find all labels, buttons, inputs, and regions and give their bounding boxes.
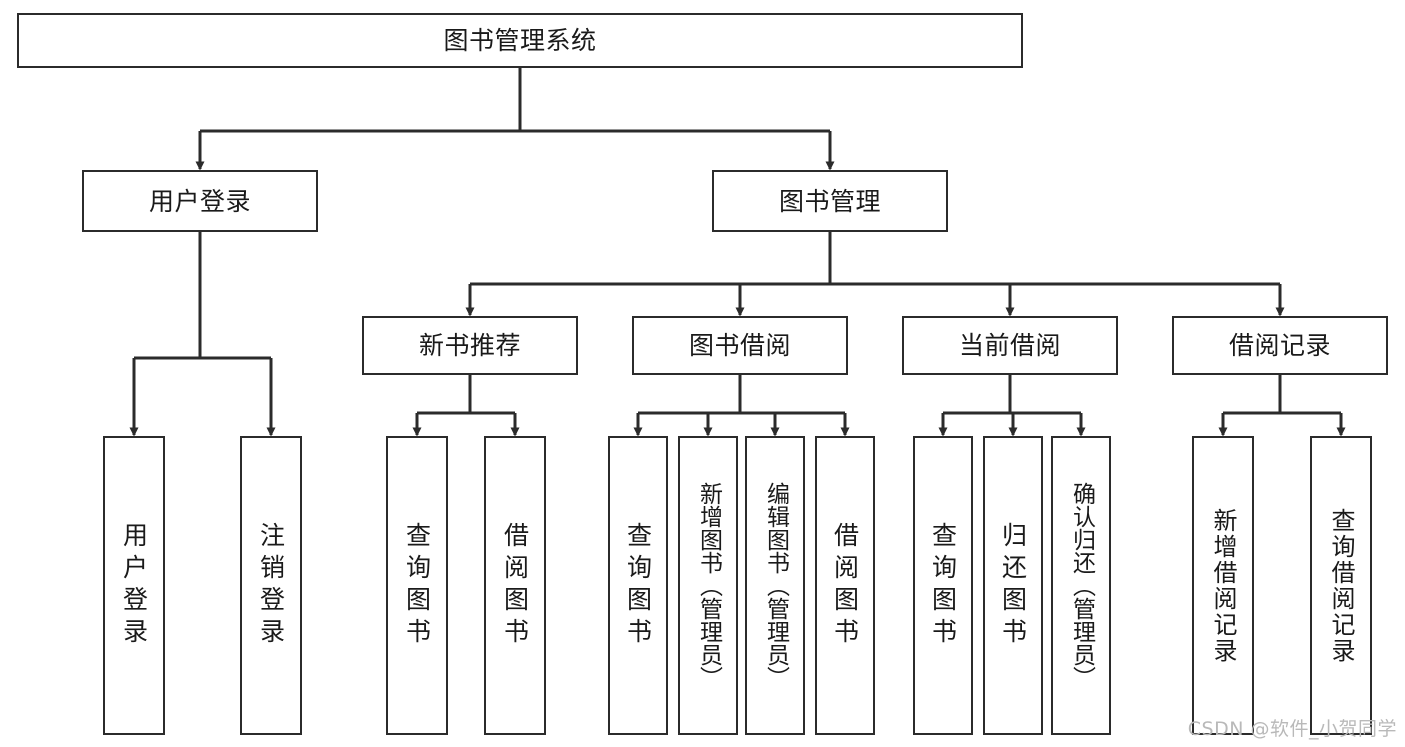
node-label: 借阅图书	[500, 521, 530, 650]
node-leaf-query-record[interactable]: 查询借阅记录	[1310, 436, 1372, 735]
node-records[interactable]: 借阅记录	[1172, 316, 1388, 375]
node-root[interactable]: 图书管理系统	[17, 13, 1023, 68]
node-label: 新书推荐	[418, 331, 521, 360]
node-label: 查询借阅记录	[1327, 507, 1355, 664]
node-label: 当前借阅	[958, 331, 1061, 360]
node-leaf-edit-book[interactable]: 编辑图书（管理员）	[745, 436, 805, 735]
node-leaf-borrow-book-1[interactable]: 借阅图书	[484, 436, 546, 735]
node-bookmgmt[interactable]: 图书管理	[712, 170, 948, 232]
node-label: 注销登录	[256, 521, 286, 650]
node-current[interactable]: 当前借阅	[902, 316, 1118, 375]
node-newbook[interactable]: 新书推荐	[362, 316, 578, 375]
node-label: 归还图书	[998, 521, 1028, 650]
node-leaf-confirm-return[interactable]: 确认归还（管理员）	[1051, 436, 1111, 735]
node-label: 用户登录	[119, 521, 149, 650]
node-label: 图书管理系统	[443, 26, 597, 55]
node-login[interactable]: 用户登录	[82, 170, 318, 232]
node-label: 确认归还（管理员）	[1068, 482, 1095, 689]
node-label: 新增图书（管理员）	[695, 482, 722, 689]
node-label: 图书借阅	[688, 331, 791, 360]
node-leaf-query-book-3[interactable]: 查询图书	[913, 436, 973, 735]
node-leaf-add-record[interactable]: 新增借阅记录	[1192, 436, 1254, 735]
node-label: 图书管理	[778, 186, 881, 216]
node-leaf-add-book[interactable]: 新增图书（管理员）	[678, 436, 738, 735]
node-label: 借阅图书	[830, 521, 860, 650]
node-leaf-query-book-2[interactable]: 查询图书	[608, 436, 668, 735]
node-leaf-return-book[interactable]: 归还图书	[983, 436, 1043, 735]
node-label: 查询图书	[928, 521, 958, 650]
node-label: 查询图书	[623, 521, 653, 650]
node-label: 查询图书	[402, 521, 432, 650]
node-leaf-query-book-1[interactable]: 查询图书	[386, 436, 448, 735]
node-label: 新增借阅记录	[1209, 507, 1237, 664]
node-label: 借阅记录	[1228, 331, 1331, 360]
node-borrow[interactable]: 图书借阅	[632, 316, 848, 375]
node-leaf-borrow-book-2[interactable]: 借阅图书	[815, 436, 875, 735]
watermark-text: CSDN @软件_小贺同学	[1187, 718, 1397, 740]
node-label: 用户登录	[148, 186, 251, 216]
node-label: 编辑图书（管理员）	[762, 482, 789, 689]
node-leaf-logout[interactable]: 注销登录	[240, 436, 302, 735]
node-leaf-user-login[interactable]: 用户登录	[103, 436, 165, 735]
